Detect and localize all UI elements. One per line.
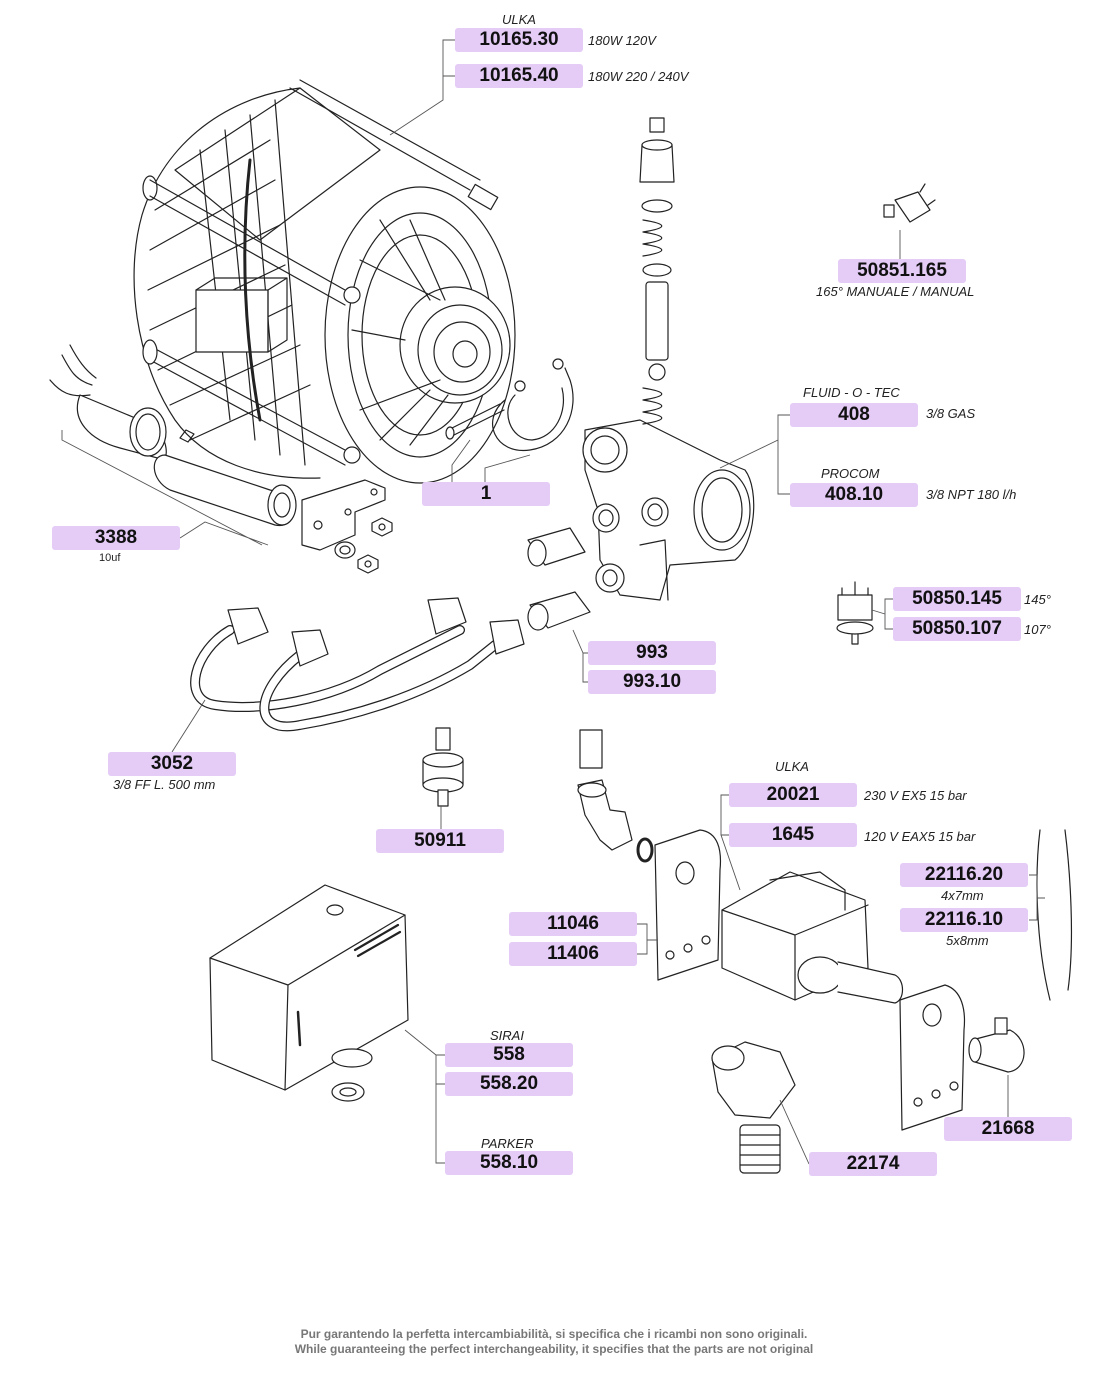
part-label-21668[interactable]: 21668: [944, 1117, 1072, 1141]
disclaimer-italian: Pur garantendo la perfetta intercambiabi…: [300, 1327, 808, 1341]
vibration-pump-illustration: [721, 871, 904, 1004]
header-parker: PARKER: [481, 1136, 534, 1151]
part-label-3052[interactable]: 3052: [108, 752, 236, 776]
note-10165-40: 180W 220 / 240V: [588, 69, 689, 84]
capacitor-illustration: [49, 344, 297, 526]
part-label-50851-165[interactable]: 50851.165: [838, 259, 966, 283]
header-procom: PROCOM: [821, 466, 880, 481]
hoses-3052-illustration: [190, 597, 525, 732]
bracket-illustration: [301, 479, 393, 574]
disclaimer-english: While guaranteeing the perfect interchan…: [294, 1342, 814, 1356]
note-22116-10: 5x8mm: [946, 933, 989, 948]
pump-motor-illustration: [133, 79, 516, 484]
note-408-10: 3/8 NPT 180 l/h: [926, 487, 1017, 502]
part-label-1[interactable]: 1: [422, 482, 550, 506]
part-label-22116-10[interactable]: 22116.10: [900, 908, 1028, 932]
part-label-993-10[interactable]: 993.10: [588, 670, 716, 694]
header-sirai: SIRAI: [490, 1028, 524, 1043]
part-label-11046[interactable]: 11046: [509, 912, 637, 936]
part-label-50911[interactable]: 50911: [376, 829, 504, 853]
note-50850-107: 107°: [1024, 622, 1051, 637]
part-label-1645[interactable]: 1645: [729, 823, 857, 847]
tube-22116-illustration: [1036, 829, 1073, 1001]
note-20021: 230 V EX5 15 bar: [864, 788, 967, 803]
part-label-993[interactable]: 993: [588, 641, 716, 665]
valve-stack-illustration: [639, 117, 675, 425]
part-label-50850-145[interactable]: 50850.145: [893, 587, 1021, 611]
part-label-22116-20[interactable]: 22116.20: [900, 863, 1028, 887]
elbow-fitting-illustration: [577, 729, 654, 863]
header-ulka-pump: ULKA: [775, 759, 809, 774]
note-3052: 3/8 FF L. 500 mm: [113, 777, 216, 792]
hex-cap-22174-illustration: [711, 1041, 796, 1174]
note-22116-20: 4x7mm: [941, 888, 984, 903]
pump-head-illustration: [582, 419, 755, 601]
thermostat-145-107-illustration: [836, 581, 874, 645]
part-label-558[interactable]: 558: [445, 1043, 573, 1067]
part-label-408-10[interactable]: 408.10: [790, 483, 918, 507]
part-label-558-20[interactable]: 558.20: [445, 1072, 573, 1096]
damper-50911-illustration: [422, 727, 464, 807]
note-3388: 10uf: [99, 552, 121, 564]
thermostat-165-illustration: [883, 183, 936, 223]
note-50851-165: 165° MANUALE / MANUAL: [816, 284, 975, 299]
part-label-22174[interactable]: 22174: [809, 1152, 937, 1176]
part-label-11406[interactable]: 11406: [509, 942, 637, 966]
note-50850-145: 145°: [1024, 592, 1051, 607]
note-1645: 120 V EAX5 15 bar: [864, 829, 976, 844]
header-fluid-o-tec: FLUID - O - TEC: [803, 385, 900, 400]
pressure-switch-illustration: [209, 884, 409, 1102]
t-fitting-21668-illustration: [968, 1017, 1025, 1073]
part-label-10165-40[interactable]: 10165.40: [455, 64, 583, 88]
fitting-993-illustration: [527, 527, 591, 631]
mounting-bracket-illustration: [654, 829, 966, 1131]
part-label-558-10[interactable]: 558.10: [445, 1151, 573, 1175]
header-ulka-top: ULKA: [502, 12, 536, 27]
part-label-10165-30[interactable]: 10165.30: [455, 28, 583, 52]
note-10165-30: 180W 120V: [588, 33, 656, 48]
part-label-50850-107[interactable]: 50850.107: [893, 617, 1021, 641]
clamp-illustration: [445, 358, 574, 452]
note-408: 3/8 GAS: [926, 406, 976, 421]
part-label-408[interactable]: 408: [790, 403, 918, 427]
part-label-20021[interactable]: 20021: [729, 783, 857, 807]
part-label-3388[interactable]: 3388: [52, 526, 180, 550]
